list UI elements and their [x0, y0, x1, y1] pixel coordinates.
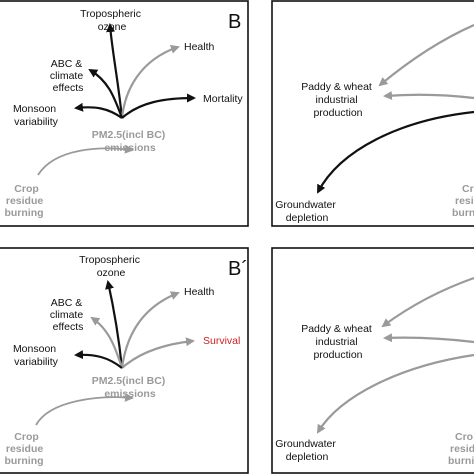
panel-c-prime: Paddy & wheat industrial production Grou…: [271, 247, 474, 474]
label-monsoon-variability-prime: Monsoon variability: [13, 343, 59, 368]
label-paddy-wheat-prime: Paddy & wheat industrial production: [301, 323, 375, 361]
label-health-prime: Health: [184, 286, 215, 298]
label-survival: Survival: [203, 335, 240, 347]
arrow-to-health-prime: [120, 291, 180, 369]
arrow-to-mortality: [121, 93, 196, 119]
arrow-to-health: [120, 45, 180, 119]
label-pm25-emissions: PM2.5(incl BC) emissions: [92, 129, 168, 154]
arrow-to-ozone: [106, 23, 124, 119]
label-tropospheric-ozone-prime: Tropospheric ozone: [79, 254, 143, 279]
label-mortality: Mortality: [203, 93, 243, 105]
panel-b-prime-letter: B´: [228, 258, 248, 280]
panel-b-prime-frame: [0, 247, 249, 474]
panel-c: Paddy & wheat industrial production Grou…: [271, 0, 474, 227]
arrow-to-paddy-lower: [383, 90, 474, 100]
panel-b-prime: B´ Tropospheric ozone Health ABC & clima…: [0, 247, 249, 474]
arrow-to-ozone-prime: [105, 280, 124, 369]
label-groundwater-depletion-prime: Groundwater depletion: [275, 438, 339, 463]
label-pm25-emissions-prime: PM2.5(incl BC) emissions: [92, 375, 168, 400]
label-crop-residue-burning-prime: Crop residue burning: [4, 431, 46, 467]
label-abc-climate-effects-prime: ABC & climate effects: [50, 297, 86, 333]
label-tropospheric-ozone: Tropospheric ozone: [80, 8, 144, 33]
arrow-to-monsoon-prime: [74, 350, 123, 369]
label-health: Health: [184, 41, 215, 53]
label-abc-climate-effects: ABC & climate effects: [50, 58, 86, 94]
label-monsoon-variability: Monsoon variability: [13, 103, 59, 128]
arrow-to-paddy-lower-prime: [383, 333, 474, 344]
panel-b-letter: B: [228, 11, 241, 33]
panel-b: B Tropospheric ozone Health ABC & climat…: [0, 0, 249, 227]
arrow-to-groundwater: [317, 110, 474, 194]
arrow-to-monsoon: [74, 102, 123, 119]
arrow-to-groundwater-prime: [316, 353, 474, 434]
label-paddy-wheat: Paddy & wheat industrial production: [301, 81, 375, 119]
arrow-crop-to-pm25: [37, 144, 134, 176]
arrow-to-abc: [88, 68, 124, 119]
arrow-to-paddy-upper-prime: [381, 276, 474, 328]
panel-b-frame: [0, 0, 249, 227]
label-crop-residue-burning-cut-prime: Cro resid burni: [448, 431, 474, 467]
arrow-to-paddy-upper: [378, 23, 474, 87]
label-groundwater-depletion: Groundwater depletion: [275, 199, 339, 224]
label-crop-residue-burning: Crop residue burning: [4, 183, 46, 219]
arrow-crop-to-pm25-prime: [35, 392, 134, 426]
panel-c-prime-frame: [271, 247, 474, 474]
panel-c-frame: [271, 0, 474, 227]
arrow-to-survival: [121, 337, 195, 369]
arrow-to-abc-prime: [90, 316, 124, 369]
label-crop-residue-burning-cut: Cr resi burn: [452, 183, 474, 219]
